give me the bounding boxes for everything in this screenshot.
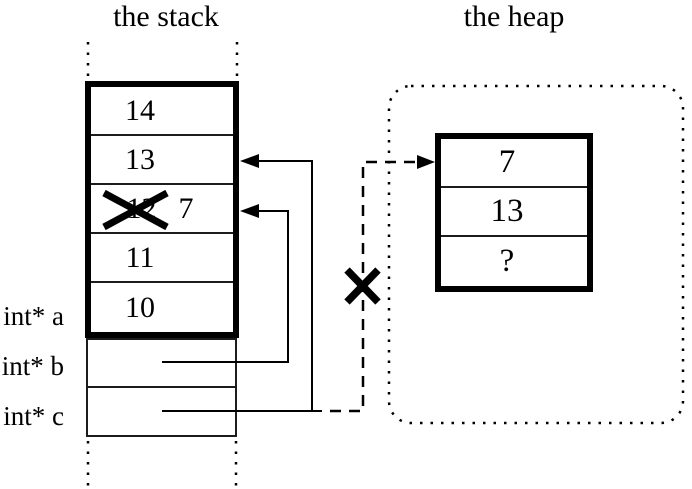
heap-cell: ? [441,237,587,286]
invalid-x-stroke [344,267,381,305]
heap-cell-value: 7 [498,144,516,180]
stack-box: 14 13 12 7 11 10 [85,81,239,338]
pointer-var-cells [86,338,237,437]
stack-cell-overwritten: 12 7 [91,185,233,234]
stack-cell-value: 13 [125,142,155,176]
stack-cell: 10 [91,283,233,332]
var-label-a: int* a [3,301,64,331]
heap-block-box: 7 13 ? [435,133,593,292]
pointer-b-arrowhead [240,204,259,218]
crossed-out-old-value: 12 [126,191,157,225]
var-label-b: int* b [1,351,64,381]
stack-cell-value: 14 [125,93,155,127]
pointer-c-cell [88,388,235,435]
invalid-x-stroke [344,267,381,305]
heap-cell: 13 [441,188,587,237]
stack-cell: 11 [91,234,233,283]
stack-cell: 13 [91,136,233,185]
pointer-c-arrowhead [240,154,259,168]
heap-cell-value: 13 [490,193,524,229]
stack-cell-value: 10 [125,290,155,324]
heap-cell-value: ? [499,243,515,279]
dangling-pointer-arrowhead [417,155,435,169]
invalid-pointer-x-mark [344,267,381,305]
dangling-pointer-dashed-line [330,160,419,413]
heap-title: the heap [463,0,565,33]
var-label-c: int* c [3,401,64,431]
stack-cell-value: 11 [125,240,155,274]
pointer-c-line-vertical [257,160,313,411]
new-value: 7 [178,191,194,225]
pointer-b-cell [88,340,235,388]
stack-cell: 14 [91,87,233,136]
stack-title: the stack [113,0,219,33]
heap-cell: 7 [441,139,587,188]
